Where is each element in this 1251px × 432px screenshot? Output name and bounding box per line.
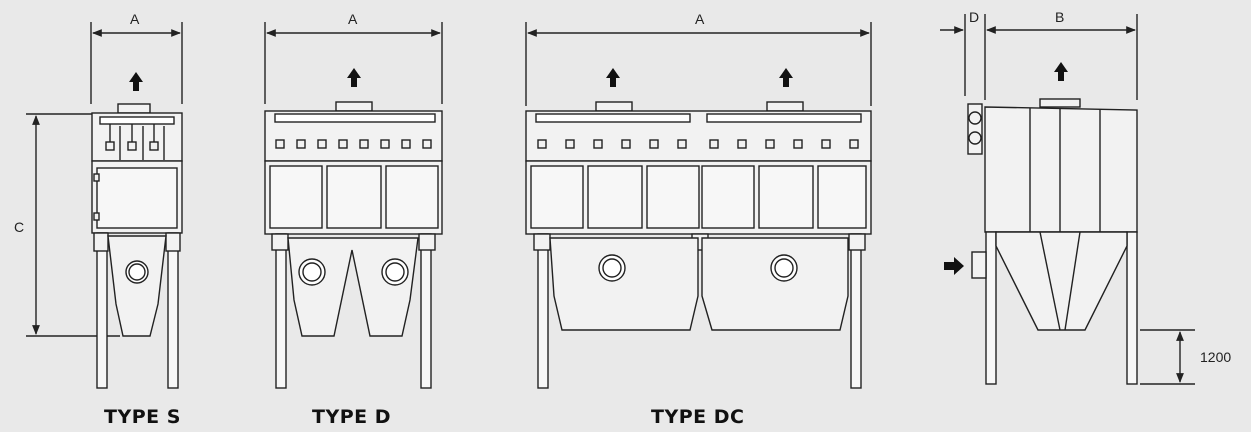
type-dc-unit: A (525, 11, 872, 389)
side-dim-b-label: B (1055, 9, 1064, 25)
type-s-unit: A C (14, 11, 183, 389)
type-s-caption: TYPE S (104, 406, 181, 428)
type-s-dim-a-label: A (130, 11, 140, 27)
up-arrow-icon (1054, 62, 1068, 81)
side-dim-1200-label: 1200 (1200, 349, 1231, 365)
type-dc-dimension-a (525, 22, 872, 106)
up-arrow-icon (606, 68, 620, 87)
type-d-dimension-a (264, 22, 443, 104)
side-dimension-d (940, 14, 986, 100)
type-d-unit: A (264, 11, 443, 389)
up-arrow-icon (779, 68, 793, 87)
side-dimension-b (986, 14, 1138, 100)
type-s-nozzles (105, 124, 159, 151)
inlet-arrow-icon (944, 257, 964, 275)
type-d-nozzles (275, 139, 432, 149)
side-dimension-1200 (1140, 329, 1195, 385)
type-d-dim-a-label: A (348, 11, 358, 27)
up-arrow-icon (129, 72, 143, 91)
type-dc-nozzles (537, 139, 859, 149)
side-dim-d-label: D (969, 9, 979, 25)
type-s-dim-c-label: C (14, 219, 24, 235)
up-arrow-icon (347, 68, 361, 87)
type-dc-dim-a-label: A (695, 11, 705, 27)
side-view-unit: D B 1200 (940, 9, 1231, 385)
type-d-caption: TYPE D (312, 406, 391, 428)
type-s-dimension-a (90, 22, 183, 104)
type-dc-caption: TYPE DC (651, 406, 744, 428)
